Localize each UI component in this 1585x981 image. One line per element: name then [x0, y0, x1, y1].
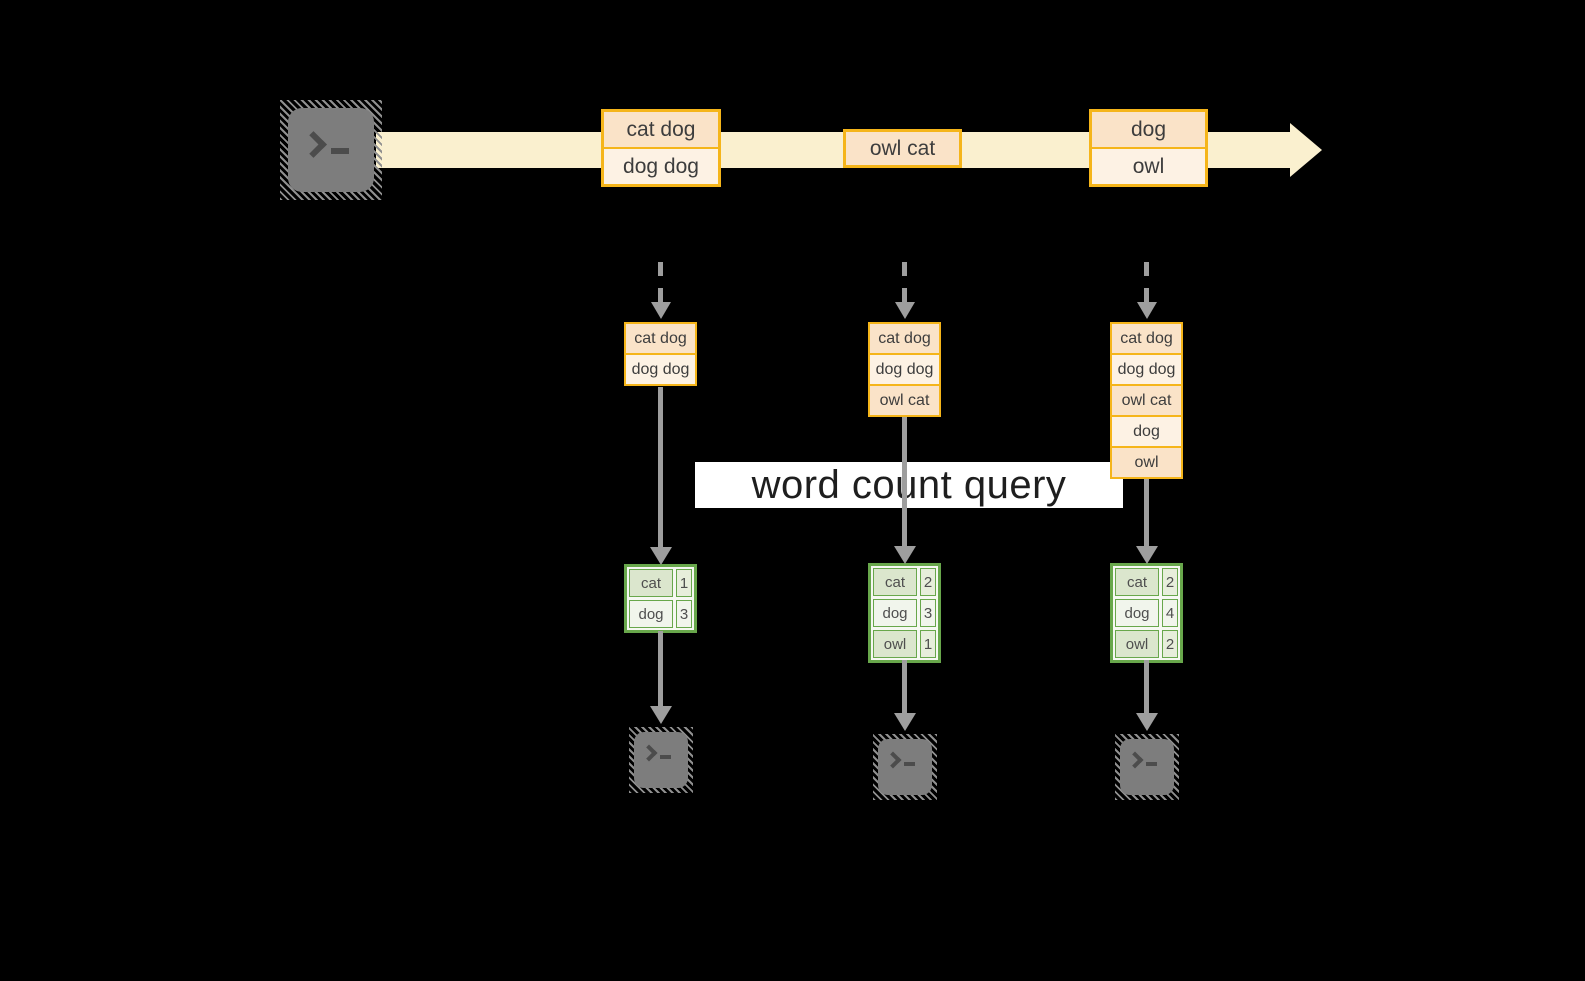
stream-record-batch-1: cat dog dog dog [601, 109, 721, 187]
result-word-cell: cat [1115, 568, 1159, 596]
snapshot-record: dog dog [1112, 353, 1181, 384]
stream-record-batch-2: owl cat [843, 129, 962, 168]
result-count-cell: 2 [920, 568, 936, 596]
snapshot-record: owl cat [1112, 384, 1181, 415]
word-count-query-label: word count query [695, 462, 1123, 508]
output-arrow-shaft-3 [1144, 660, 1149, 713]
output-arrowhead-icon-2 [894, 713, 916, 731]
snapshot-record: cat dog [870, 324, 939, 353]
terminal-prompt-icon [884, 751, 915, 768]
stream-record: dog [1092, 112, 1205, 147]
result-count-cell: 3 [676, 600, 692, 628]
snapshot-arrow-shaft-3 [1144, 262, 1149, 303]
result-count-cell: 2 [1162, 568, 1178, 596]
stream-record-batch-3: dog owl [1089, 109, 1208, 187]
snapshot-arrow-shaft-2 [902, 262, 907, 303]
snapshot-record: owl [1112, 446, 1181, 477]
output-arrow-shaft-1 [658, 631, 663, 706]
input-stream-arrowhead-icon [1290, 123, 1322, 177]
stream-snapshot-1: cat dog dog dog [624, 322, 697, 386]
stream-record: owl cat [846, 132, 959, 165]
result-count-cell: 4 [1162, 599, 1178, 627]
output-arrowhead-icon-3 [1136, 713, 1158, 731]
result-table-3: cat 2 dog 4 owl 2 [1110, 563, 1183, 663]
result-word-cell: cat [873, 568, 917, 596]
query-arrow-shaft-1 [658, 387, 663, 547]
snapshot-record: cat dog [1112, 324, 1181, 353]
terminal-prompt-icon [300, 130, 349, 158]
terminal-prompt-icon [1126, 751, 1157, 768]
stream-record: owl [1092, 147, 1205, 184]
query-arrowhead-icon-2 [894, 546, 916, 564]
snapshot-record: owl cat [870, 384, 939, 415]
snapshot-record: dog [1112, 415, 1181, 446]
snapshot-record: cat dog [626, 324, 695, 353]
query-arrowhead-icon-3 [1136, 546, 1158, 564]
snapshot-arrowhead-icon-3 [1137, 302, 1157, 319]
result-word-cell: cat [629, 569, 673, 597]
output-arrow-shaft-2 [902, 660, 907, 713]
stream-snapshot-2: cat dog dog dog owl cat [868, 322, 941, 417]
terminal-prompt-icon [640, 744, 671, 761]
result-count-cell: 1 [676, 569, 692, 597]
result-table-2: cat 2 dog 3 owl 1 [868, 563, 941, 663]
result-word-cell: dog [1115, 599, 1159, 627]
snapshot-arrowhead-icon-1 [651, 302, 671, 319]
output-terminal-icon-2 [873, 734, 937, 800]
snapshot-record: dog dog [870, 353, 939, 384]
result-word-cell: owl [1115, 630, 1159, 658]
result-word-cell: owl [873, 630, 917, 658]
result-table-1: cat 1 dog 3 [624, 564, 697, 633]
output-arrowhead-icon-1 [650, 706, 672, 724]
source-terminal-icon [280, 100, 382, 200]
result-word-cell: dog [873, 599, 917, 627]
snapshot-arrow-shaft-1 [658, 262, 663, 303]
result-count-cell: 2 [1162, 630, 1178, 658]
query-arrowhead-icon-1 [650, 547, 672, 565]
output-terminal-icon-3 [1115, 734, 1179, 800]
output-terminal-icon-1 [629, 727, 693, 793]
result-word-cell: dog [629, 600, 673, 628]
stream-record: cat dog [604, 112, 718, 147]
result-count-cell: 1 [920, 630, 936, 658]
query-arrow-shaft-2 [902, 417, 907, 546]
snapshot-record: dog dog [626, 353, 695, 384]
snapshot-arrowhead-icon-2 [895, 302, 915, 319]
query-arrow-shaft-3 [1144, 479, 1149, 546]
stream-snapshot-3: cat dog dog dog owl cat dog owl [1110, 322, 1183, 479]
result-count-cell: 3 [920, 599, 936, 627]
stream-record: dog dog [604, 147, 718, 184]
query-label-text: word count query [751, 462, 1067, 507]
